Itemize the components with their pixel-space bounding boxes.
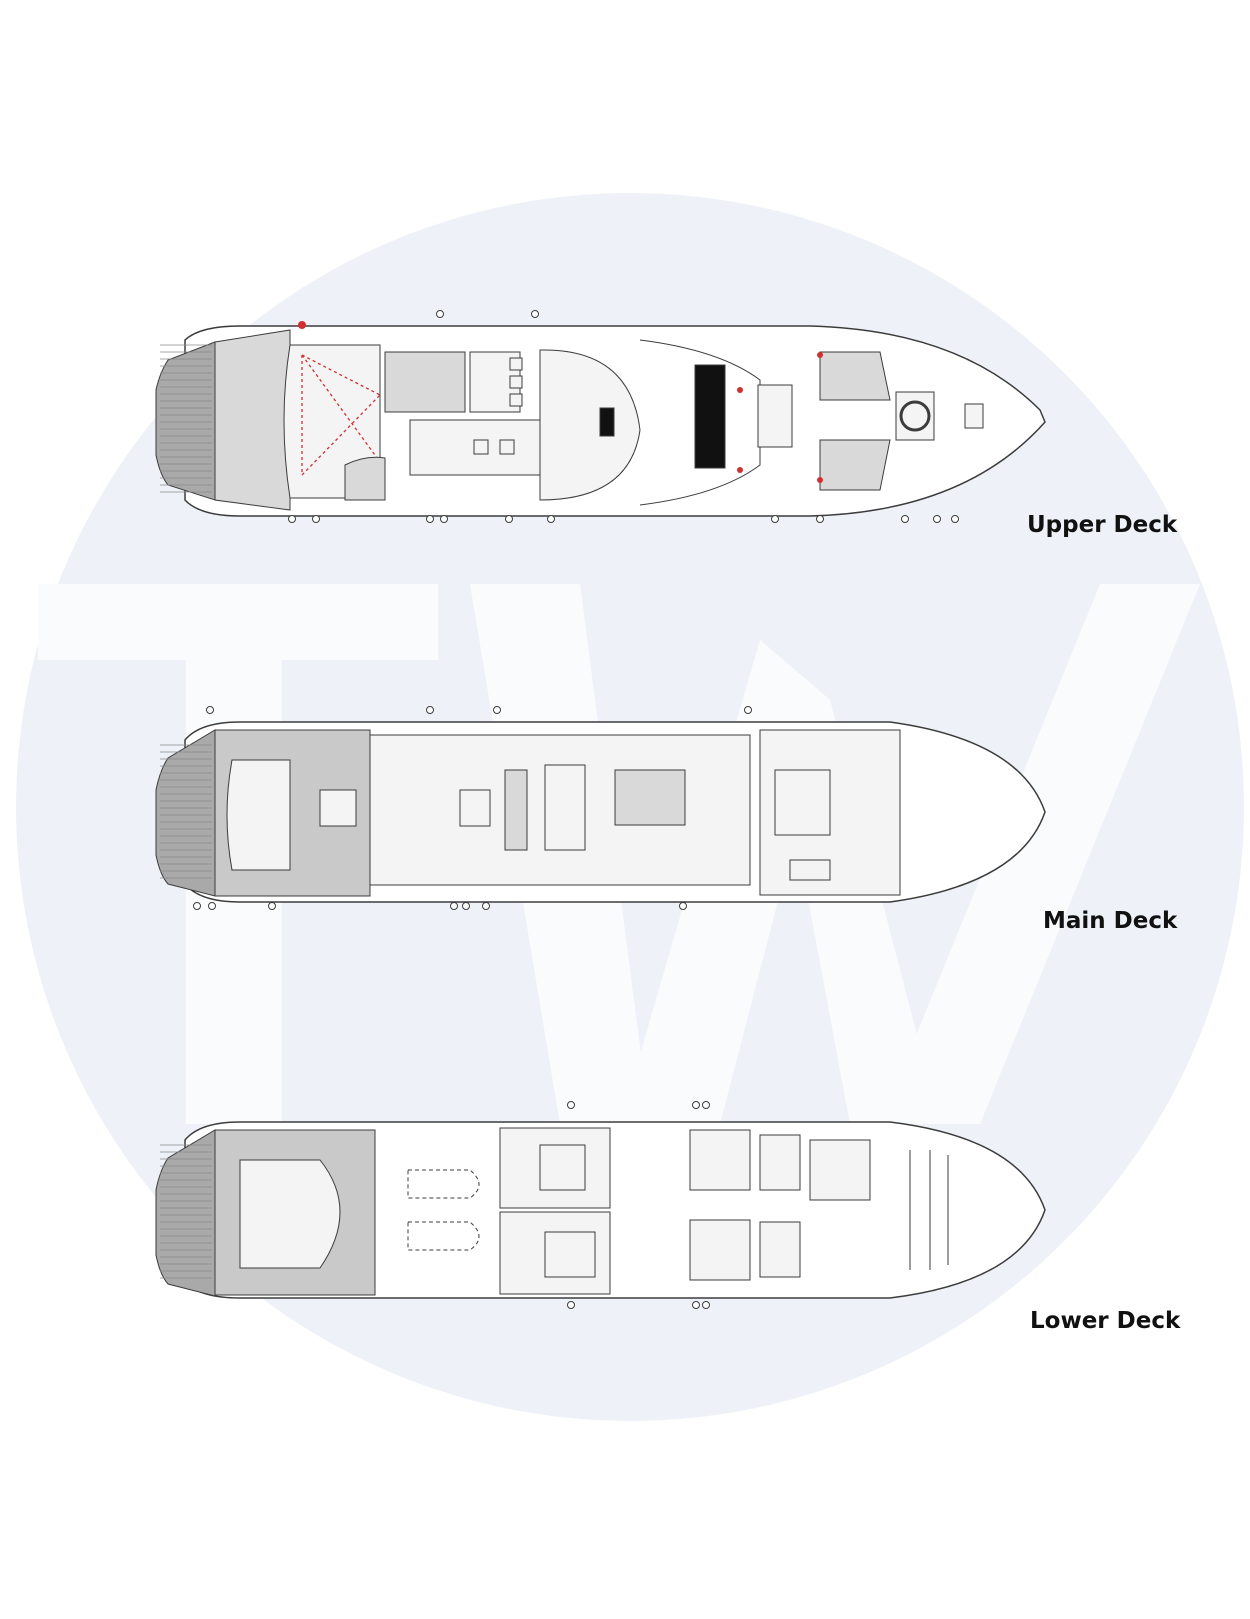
lower-deck-callout-markers <box>567 1101 710 1309</box>
main-deck-sofa <box>504 769 528 851</box>
lower-deck-stern-platform <box>155 1129 216 1297</box>
upper-deck-plan <box>155 310 1046 523</box>
upper-deck-stern-slats <box>160 344 212 493</box>
lower-deck-crew-mess <box>809 1139 871 1201</box>
lower-deck-cabin-4 <box>689 1219 751 1281</box>
upper-deck-aft-area <box>214 329 291 511</box>
upper-deck-windlass <box>964 403 984 429</box>
upper-deck-sofa <box>384 351 466 413</box>
lower-deck-vip-bed-port <box>539 1144 586 1191</box>
upper-deck-black-panel <box>694 364 726 469</box>
lower-deck-crew-1 <box>759 1134 801 1191</box>
upper-deck-hot-tub <box>757 384 793 448</box>
upper-deck-chair-2 <box>499 439 515 455</box>
lower-deck-crew-2 <box>759 1221 801 1278</box>
upper-deck-helm-seat-3 <box>509 393 523 407</box>
upper-deck-chair-1 <box>473 439 489 455</box>
upper-deck-red-markers <box>298 321 823 483</box>
lower-deck-bow-lines <box>909 1150 949 1270</box>
main-deck-label: Main Deck <box>1043 908 1178 934</box>
main-deck-dining-table <box>544 764 586 851</box>
upper-deck-sunpad-port <box>819 351 891 401</box>
upper-deck-helm-seat-2 <box>509 375 523 389</box>
lower-deck-vip-bed-stbd <box>544 1231 596 1278</box>
upper-deck-console-black <box>599 407 615 437</box>
main-deck-master-desk <box>789 859 831 881</box>
lower-deck-stern-slats <box>160 1144 212 1279</box>
upper-deck-helm-seat-1 <box>509 357 523 371</box>
main-deck-aft-table <box>319 789 357 827</box>
upper-deck-windscreen <box>539 349 641 501</box>
upper-deck-stair <box>344 456 386 501</box>
upper-deck-bimini-lines <box>301 354 381 476</box>
upper-deck-callout-markers <box>288 310 959 523</box>
lower-deck-label: Lower Deck <box>1030 1308 1181 1334</box>
main-deck-callout-markers <box>193 706 752 910</box>
main-deck-coffee-table <box>459 789 491 827</box>
main-deck-master-bed <box>774 769 831 836</box>
upper-deck-bow-ring <box>899 400 931 432</box>
main-deck-stern-slats <box>160 744 212 879</box>
main-deck-stern-platform <box>155 729 216 897</box>
upper-deck-label: Upper Deck <box>1027 512 1178 538</box>
lower-deck-tender <box>239 1159 341 1269</box>
main-deck-galley <box>614 769 686 826</box>
lower-deck-cabin-3 <box>689 1129 751 1191</box>
upper-deck-sunpad-stbd <box>819 439 891 491</box>
lower-deck-plan <box>155 1101 1046 1309</box>
main-deck-plan <box>155 706 1046 910</box>
main-deck-aft-sofa <box>226 759 291 871</box>
